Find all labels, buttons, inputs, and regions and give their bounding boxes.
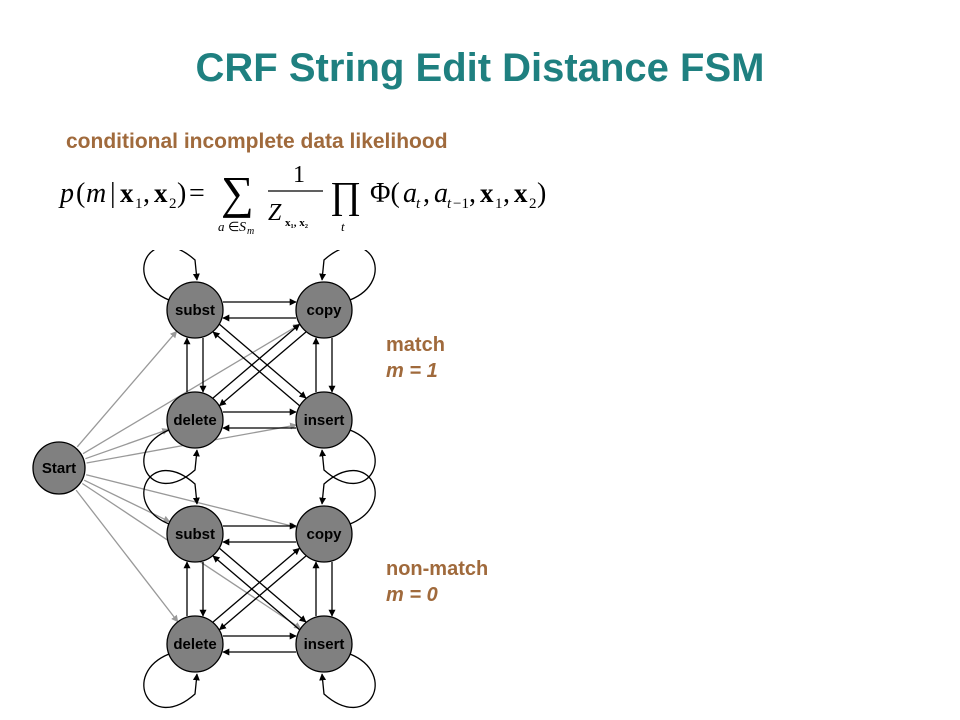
nonmatch-insert-self-loop xyxy=(319,653,376,708)
match-subst-label: subst xyxy=(175,302,215,319)
match-label: match xyxy=(386,334,445,356)
eq-a-sub-t: t xyxy=(416,196,421,212)
slide-subtitle: conditional incomplete data likelihood xyxy=(66,130,448,153)
nonmatch-group-label: non-match m = 0 xyxy=(386,558,488,607)
nonmatch-copy-circle xyxy=(295,505,353,563)
eq-x1: x xyxy=(120,178,134,208)
eq-sum-m: m xyxy=(247,226,254,237)
match-group-label: match m = 1 xyxy=(386,334,445,383)
nonmatch-insert-label: insert xyxy=(304,636,345,653)
nonmatch-delete-to-copy-edge xyxy=(212,547,300,623)
nonmatch-subst-label: subst xyxy=(175,526,215,543)
eq-sum-a: a xyxy=(218,219,225,234)
start-node: Start xyxy=(32,441,86,495)
match-copy-to-delete-edge xyxy=(219,331,307,407)
match-delete-to-copy-edge xyxy=(212,323,300,399)
start-circle xyxy=(32,441,86,495)
nonmatch-copy-label: copy xyxy=(306,526,342,543)
eq-x1b: x xyxy=(480,178,494,208)
match-insert-to-subst-edge xyxy=(212,331,300,407)
eq-x1b-sub: 1 xyxy=(495,196,503,212)
eq-Z-sub: x₁, x₂ xyxy=(285,217,309,229)
eq-a2: a xyxy=(434,178,448,209)
match-copy-label: copy xyxy=(306,302,342,319)
slide-title: CRF String Edit Distance FSM xyxy=(195,46,765,90)
match-subst-self-loop xyxy=(143,250,200,301)
match-copy-circle xyxy=(295,281,353,339)
match-start-to-subst-edge xyxy=(76,330,178,448)
eq-comma3: , xyxy=(469,178,476,209)
eq-a2-sub: t xyxy=(447,196,452,212)
eq-comma2: , xyxy=(423,178,430,209)
eq-close-paren2: ) xyxy=(537,178,546,209)
nonmatch-delete-node: delete xyxy=(166,615,224,673)
eq-m: m xyxy=(86,178,106,209)
eq-a2-sub-minus: −1 xyxy=(453,196,469,212)
eq-a: a xyxy=(403,178,417,209)
eq-prod-symbol: ∏ xyxy=(330,175,361,217)
eq-sum-S: S xyxy=(239,220,246,235)
eq-open-paren: ( xyxy=(76,178,85,209)
nonmatch-subst-circle xyxy=(166,505,224,563)
nodes-layer: subst copy delete insert subst copy delete inse… xyxy=(32,281,353,673)
match-delete-circle xyxy=(166,391,224,449)
nonmatch-subst-to-insert-edge xyxy=(219,547,307,623)
eq-x2-sub: 2 xyxy=(169,196,177,212)
match-insert-node: insert xyxy=(295,391,353,449)
eq-comma4: , xyxy=(503,178,510,209)
nonmatch-label: non-match xyxy=(386,558,489,580)
nonmatch-start-to-copy-edge xyxy=(86,474,298,530)
match-subst-node: subst xyxy=(166,281,224,339)
match-start-to-delete-edge xyxy=(85,428,170,460)
eq-phi: Φ( xyxy=(370,178,400,209)
eq-x2b-sub: 2 xyxy=(529,196,537,212)
match-subst-to-insert-edge xyxy=(219,323,307,399)
eq-p: p xyxy=(58,178,74,209)
nonmatch-start-to-delete-edge xyxy=(75,489,179,623)
eq-x1-sub: 1 xyxy=(135,196,143,212)
nonmatch-copy-node: copy xyxy=(295,505,353,563)
eq-sum-in: ∈ xyxy=(228,219,239,234)
nonmatch-subst-node: subst xyxy=(166,505,224,563)
match-delete-node: delete xyxy=(166,391,224,449)
nonmatch-delete-self-loop xyxy=(143,653,200,708)
match-start-to-copy-edge xyxy=(82,323,301,455)
eq-bar: | xyxy=(110,178,116,209)
eq-sum-symbol: ∑ xyxy=(221,167,254,218)
match-copy-self-loop xyxy=(319,250,376,301)
eq-equals: = xyxy=(189,178,205,209)
nonmatch-insert-node: insert xyxy=(295,615,353,673)
eq-comma1: , xyxy=(143,178,150,209)
nonmatch-copy-self-loop xyxy=(319,470,376,525)
match-subst-circle xyxy=(166,281,224,339)
nonmatch-delete-label: delete xyxy=(173,636,216,653)
likelihood-equation: p ( m | x 1 , x 2 ) = ∑ a ∈ S m 1 Z x₁, … xyxy=(58,162,546,237)
eq-x2: x xyxy=(154,178,168,208)
match-delete-label: delete xyxy=(173,412,216,429)
match-delete-self-loop xyxy=(143,429,200,484)
nonmatch-insert-circle xyxy=(295,615,353,673)
match-insert-label: insert xyxy=(304,412,345,429)
nonmatch-condition: m = 0 xyxy=(386,584,438,606)
match-condition: m = 1 xyxy=(386,360,438,382)
match-insert-self-loop xyxy=(319,429,376,484)
eq-frac-num: 1 xyxy=(293,162,305,188)
nonmatch-subst-self-loop xyxy=(143,470,200,525)
nonmatch-start-to-subst-edge xyxy=(83,479,171,523)
nonmatch-insert-to-subst-edge xyxy=(212,555,300,631)
match-copy-node: copy xyxy=(295,281,353,339)
eq-Z: Z xyxy=(268,200,282,226)
match-insert-circle xyxy=(295,391,353,449)
eq-prod-t: t xyxy=(341,219,345,234)
nonmatch-copy-to-delete-edge xyxy=(219,555,307,631)
nonmatch-delete-circle xyxy=(166,615,224,673)
start-label: Start xyxy=(42,460,76,477)
eq-x2b: x xyxy=(514,178,528,208)
fsm-diagram: subst copy delete insert subst copy delete inse… xyxy=(32,250,376,708)
eq-close-paren: ) xyxy=(177,178,186,209)
